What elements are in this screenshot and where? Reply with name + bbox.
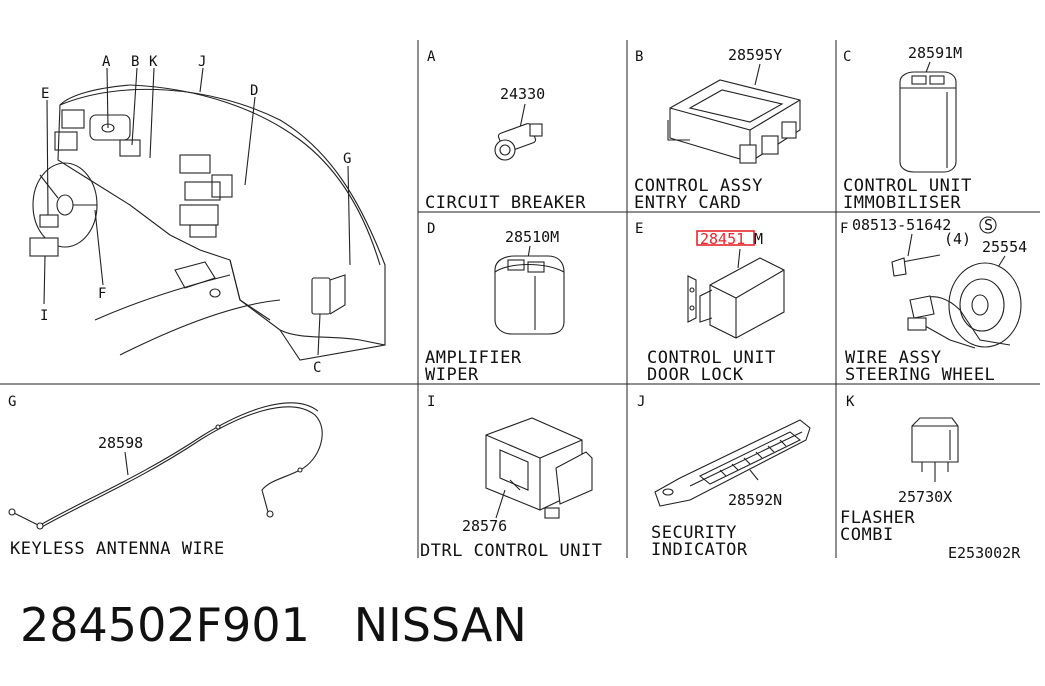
caption-line-1: SECURITY [651, 523, 737, 543]
cell-letter: J [637, 394, 645, 410]
part-number: 28592N [728, 491, 782, 509]
callout-g: G [343, 151, 351, 167]
part-number: 28576 [462, 517, 507, 535]
callout-j: J [198, 54, 206, 70]
antenna-wire-illustration [8, 402, 323, 530]
caption-line-2: STEERING WHEEL [845, 365, 995, 385]
caption-line-1: FLASHER [840, 508, 915, 528]
circuit-breaker-illustration [494, 123, 543, 161]
part-number: 28510M [505, 228, 559, 246]
cell-c[interactable]: C 28591M CONTROL UNIT IMMOBILISER [843, 44, 972, 213]
caption-line-1: DTRL CONTROL UNIT [420, 541, 603, 560]
cell-k[interactable]: K 25730X FLASHER COMBI [840, 394, 959, 545]
flasher-relay-illustration [911, 417, 959, 474]
callout-f: F [98, 286, 106, 302]
wiper-amplifier-illustration [494, 255, 565, 335]
callout-c: C [313, 360, 321, 376]
diagram-code: E253002R [948, 544, 1021, 560]
caption-line-1: CONTROL UNIT [843, 176, 972, 196]
cell-j[interactable]: J 28592N SECURITY INDICATOR [637, 394, 811, 560]
part-number: 24330 [500, 85, 545, 103]
cell-g[interactable]: G 28598 KEYLESS ANTENNA WIRE [8, 394, 323, 559]
footer-title: 284502F901 NISSAN [20, 598, 527, 652]
cell-e[interactable]: E 28451 M CONTROL UNIT DOOR LOCK [635, 221, 785, 385]
cell-d[interactable]: D 28510M AMPLIFIER WIPER [425, 221, 565, 385]
highlight-box [696, 230, 755, 246]
caption-line-1: KEYLESS ANTENNA WIRE [10, 539, 225, 559]
caption-line-2: WIPER [425, 365, 479, 385]
dtrl-unit-illustration [485, 417, 593, 519]
callout-e: E [41, 86, 49, 102]
cell-letter: C [843, 49, 851, 65]
caption-line-2: INDICATOR [651, 540, 748, 560]
indicator-ribs [719, 439, 787, 477]
caption-line-1: CONTROL ASSY [634, 176, 763, 196]
callout-a: A [102, 54, 111, 70]
part-number: 25730X [898, 488, 952, 506]
part-number: 28591M [908, 44, 962, 62]
part-number: 28595Y [728, 46, 782, 64]
parts-diagram: A B K J E D G I F C A 24330 CIRCUIT BREA… [0, 40, 1040, 560]
immobiliser-unit-illustration [899, 71, 957, 173]
callout-b: B [131, 54, 139, 70]
caption-line-2: COMBI [840, 525, 894, 545]
cell-letter: B [635, 49, 643, 65]
cell-letter: D [427, 221, 435, 237]
cell-letter: E [635, 221, 643, 237]
callout-d: D [250, 83, 258, 99]
callout-i: I [40, 308, 48, 324]
quantity: (4) [944, 230, 971, 248]
screw-part-number: 08513-51642 [852, 216, 951, 234]
cell-letter: K [846, 394, 855, 410]
cell-f[interactable]: F 08513-51642 S (4) 25554 WIRE ASSY STEE… [840, 216, 1027, 385]
entry-card-module-illustration [667, 79, 801, 164]
callout-k: K [149, 54, 158, 70]
steering-wire-illustration [891, 254, 1022, 349]
dashboard-overview: A B K J E D G I F C [29, 54, 386, 376]
caption-line-1: CONTROL UNIT [647, 348, 776, 368]
caption-line-1: WIRE ASSY [845, 348, 942, 368]
part-number-highlighted: 28451 [700, 230, 745, 248]
caption-line-2: IMMOBILISER [843, 193, 961, 213]
cell-i[interactable]: I 28576 DTRL CONTROL UNIT [420, 394, 603, 560]
screw-suffix: S [984, 216, 993, 234]
part-number-suffix: M [754, 230, 763, 248]
caption-line-1: CIRCUIT BREAKER [425, 193, 586, 213]
cell-letter: A [427, 49, 436, 65]
part-number: 28598 [98, 434, 143, 452]
cell-b[interactable]: B 28595Y CONTROL ASSY ENTRY CARD [634, 46, 801, 213]
part-number: 25554 [982, 238, 1027, 256]
cell-letter: G [8, 394, 16, 410]
cell-letter: I [427, 394, 435, 410]
caption-line-1: AMPLIFIER [425, 348, 522, 368]
grid-lines [0, 40, 1040, 558]
cell-a[interactable]: A 24330 CIRCUIT BREAKER [425, 49, 586, 213]
caption-line-2: ENTRY CARD [634, 193, 741, 213]
door-lock-unit-illustration [687, 257, 785, 339]
footer-brand: NISSAN [353, 598, 527, 652]
cell-letter: F [840, 221, 848, 237]
footer-part-number: 284502F901 [20, 598, 310, 652]
caption-line-2: DOOR LOCK [647, 365, 744, 385]
security-indicator-illustration [654, 419, 811, 507]
